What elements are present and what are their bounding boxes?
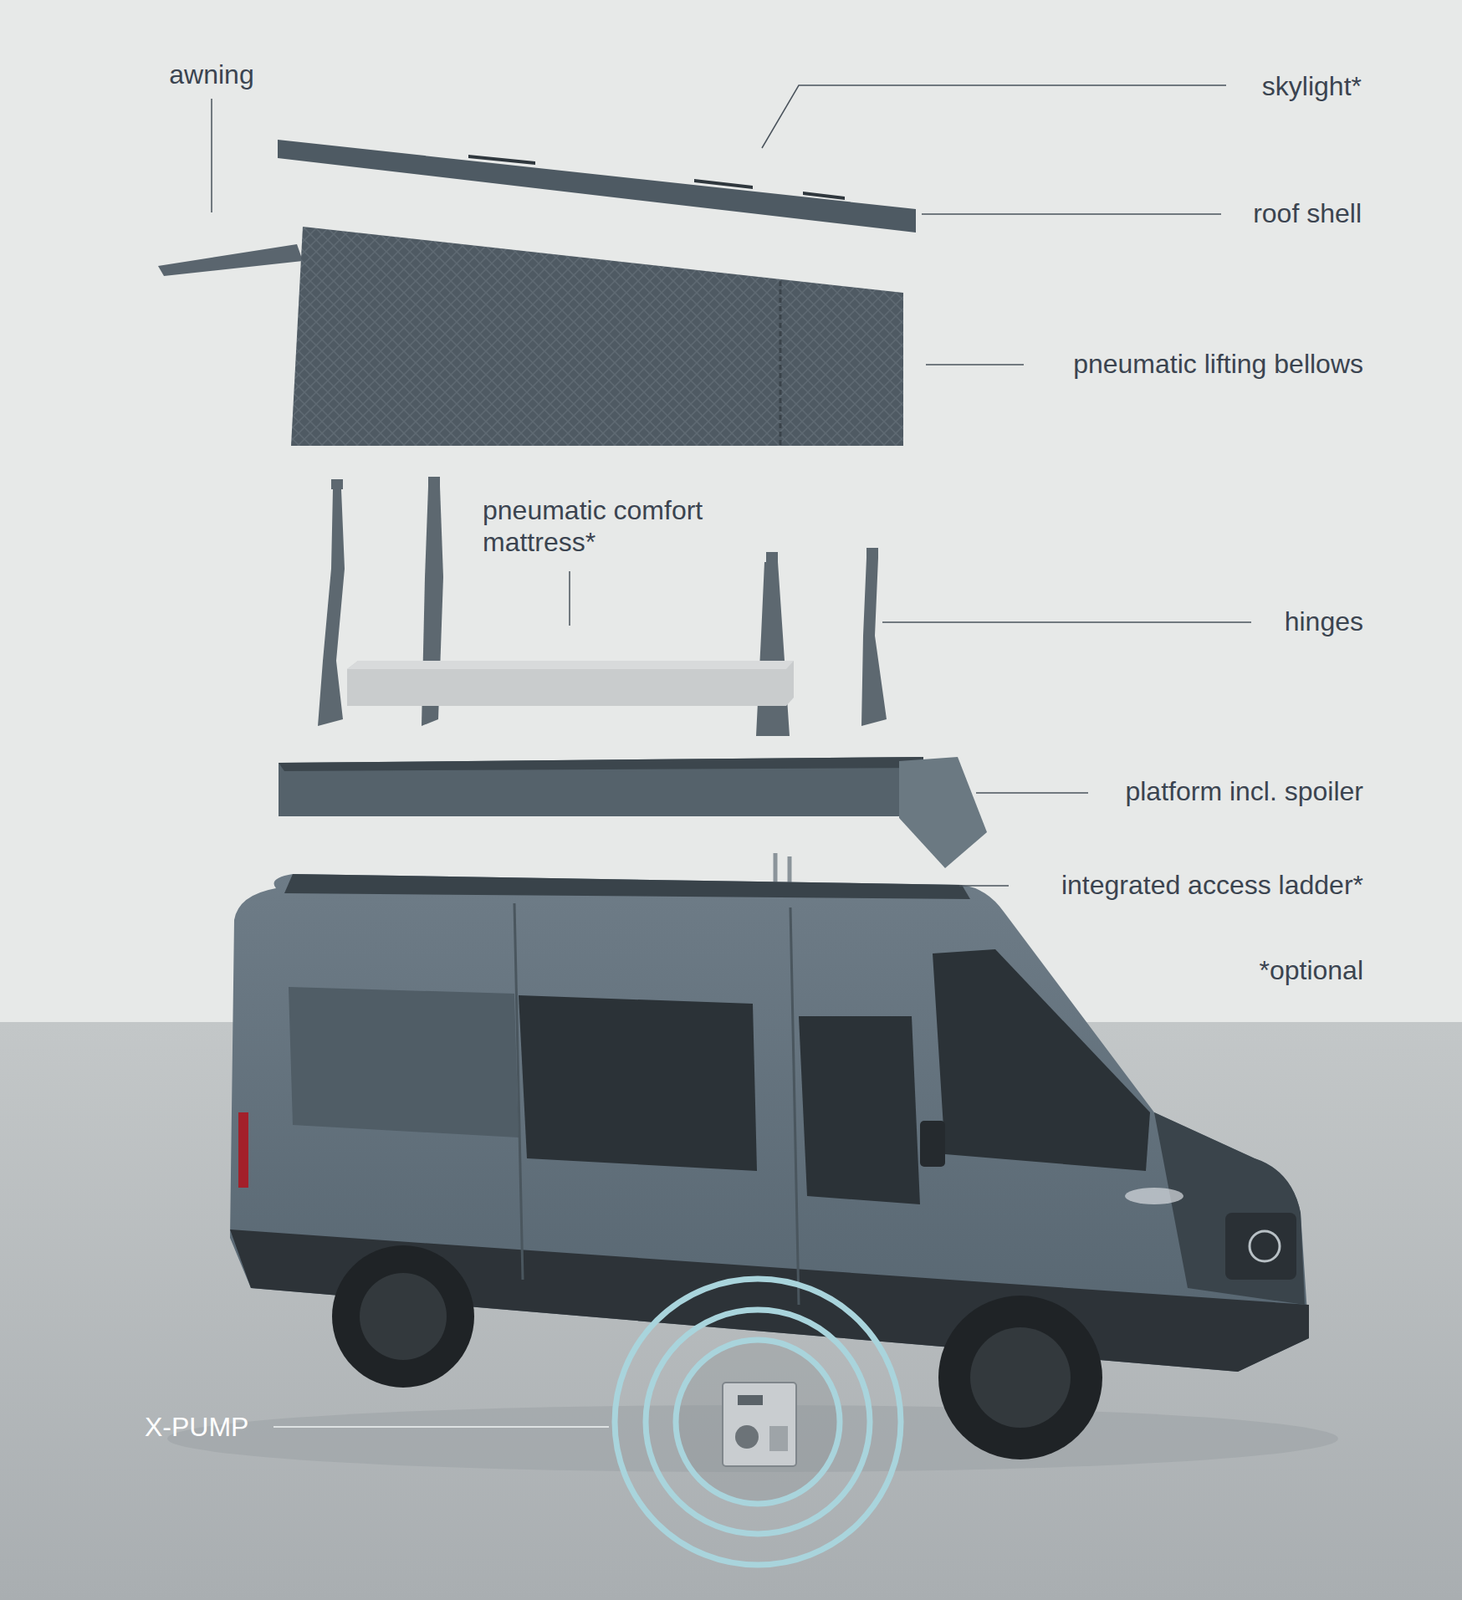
leader-line [273, 1426, 609, 1428]
comfort-mattress [347, 660, 794, 706]
leader-lines [211, 85, 1252, 886]
awning [158, 244, 303, 277]
lifting-bellows [291, 226, 904, 446]
roof-shell [277, 139, 916, 233]
part-label: roof shell [1252, 197, 1362, 230]
part-label: hinges [1284, 605, 1364, 638]
hinges [317, 476, 887, 737]
platform [278, 756, 924, 817]
part-label: platform incl. spoiler [1124, 775, 1364, 808]
spoiler [899, 756, 987, 869]
part-label: pneumatic comfort mattress* [482, 494, 734, 558]
van-illustration [167, 874, 1339, 1473]
part-label: pneumatic lifting bellows [1073, 347, 1364, 380]
part-label: X-PUMP [144, 1410, 249, 1443]
part-label: skylight* [1262, 70, 1362, 103]
part-label: *optional [1258, 954, 1364, 987]
x-pump [614, 1278, 901, 1565]
part-label: integrated access ladder* [1061, 869, 1364, 901]
part-label: awning [168, 58, 254, 91]
